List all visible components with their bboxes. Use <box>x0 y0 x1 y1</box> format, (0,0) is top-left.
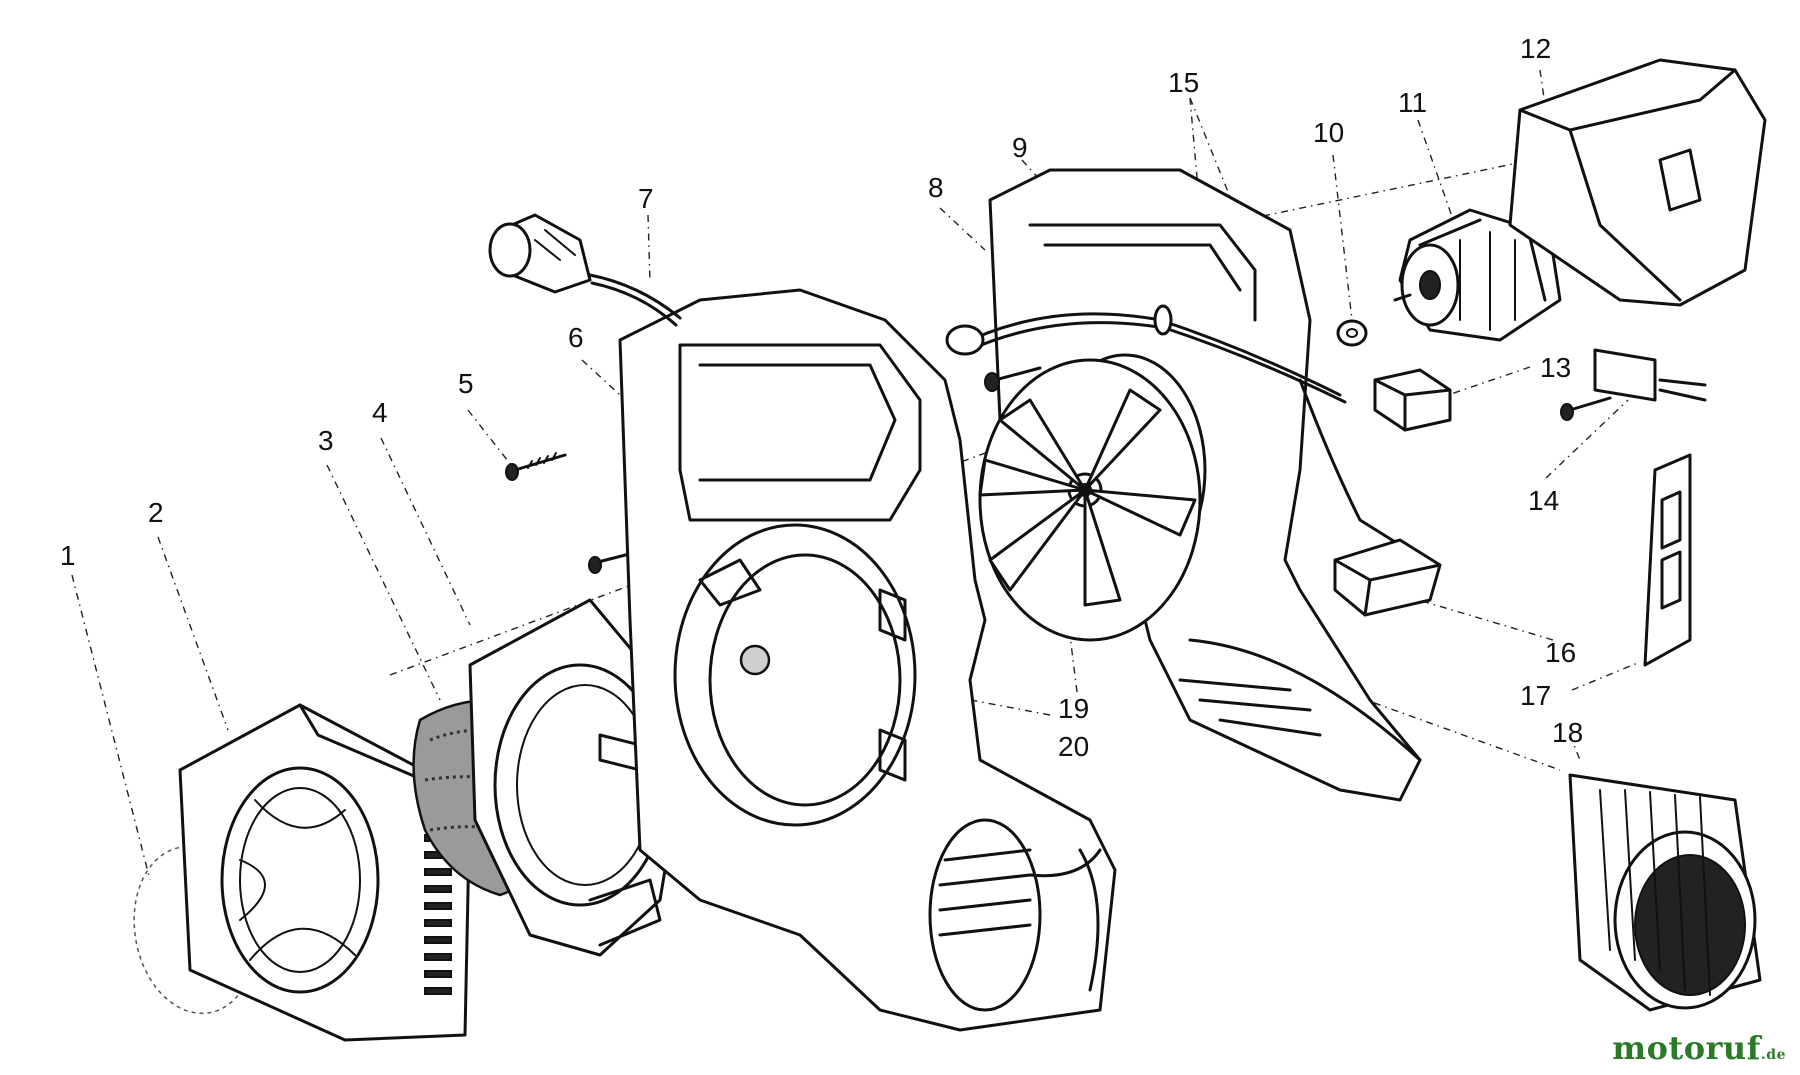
label-part-2: 2 <box>148 497 164 528</box>
label-part-19: 19 <box>1058 693 1089 724</box>
label-part-16: 16 <box>1545 637 1576 668</box>
leader-5 <box>467 409 516 471</box>
leader-11 <box>1417 119 1456 226</box>
leader-10 <box>1332 154 1353 321</box>
leader-17 <box>1571 661 1641 691</box>
label-part-18: 18 <box>1552 717 1583 748</box>
part-10-washer <box>1336 319 1368 347</box>
leader-13 <box>1447 366 1531 396</box>
leader-7 <box>647 214 651 283</box>
part-2-intake-grille <box>178 703 472 1042</box>
leader-6 <box>581 359 621 396</box>
leader-14 <box>1545 399 1629 479</box>
leader-1 <box>71 574 151 881</box>
label-part-13: 13 <box>1540 352 1571 383</box>
part-6-housing-half <box>618 288 1117 1032</box>
part-17-handle-grip <box>1643 453 1692 667</box>
leader-12 <box>1539 69 1546 106</box>
part-16-connector <box>1333 538 1442 617</box>
label-part-12: 12 <box>1520 33 1551 64</box>
leader-axis-tube <box>1199 639 1561 771</box>
label-part-4: 4 <box>372 397 388 428</box>
watermark-name: motoruf <box>1612 1029 1761 1067</box>
label-part-6: 6 <box>568 322 584 353</box>
leader-2 <box>157 536 229 731</box>
label-part-9: 9 <box>1012 132 1028 163</box>
part-18-tube-end <box>1568 773 1762 1012</box>
part-19-impeller <box>739 358 1202 676</box>
label-part-1: 1 <box>60 540 76 571</box>
label-part-8: 8 <box>928 172 944 203</box>
leader-15b <box>1189 97 1281 321</box>
part-11-motor <box>1393 208 1562 342</box>
watermark-tld: .de <box>1760 1047 1786 1063</box>
label-part-7: 7 <box>638 183 654 214</box>
leader-8 <box>939 207 986 251</box>
housing-screw <box>984 366 1042 392</box>
label-part-3: 3 <box>318 425 334 456</box>
part-13-switch <box>1373 368 1452 432</box>
part-14-terminal-plate <box>1560 348 1707 421</box>
leader-18 <box>1569 734 1581 761</box>
part-labels: 1 2 3 4 5 6 7 8 9 10 11 12 13 14 15 16 1… <box>60 33 1583 762</box>
part-12-motor-cover <box>1508 58 1767 307</box>
part-7-power-cord <box>488 213 682 327</box>
leader-3 <box>326 464 441 701</box>
watermark-logo: motoruf.de <box>1612 1029 1786 1067</box>
leader-4 <box>380 437 471 626</box>
part-9-15-wiring <box>945 304 1402 547</box>
label-part-14: 14 <box>1528 485 1559 516</box>
label-part-15: 15 <box>1168 67 1199 98</box>
label-part-17: 17 <box>1520 680 1551 711</box>
label-part-20: 20 <box>1058 731 1089 762</box>
label-part-11: 11 <box>1398 87 1427 118</box>
label-part-10: 10 <box>1313 117 1344 148</box>
label-part-5: 5 <box>458 368 474 399</box>
